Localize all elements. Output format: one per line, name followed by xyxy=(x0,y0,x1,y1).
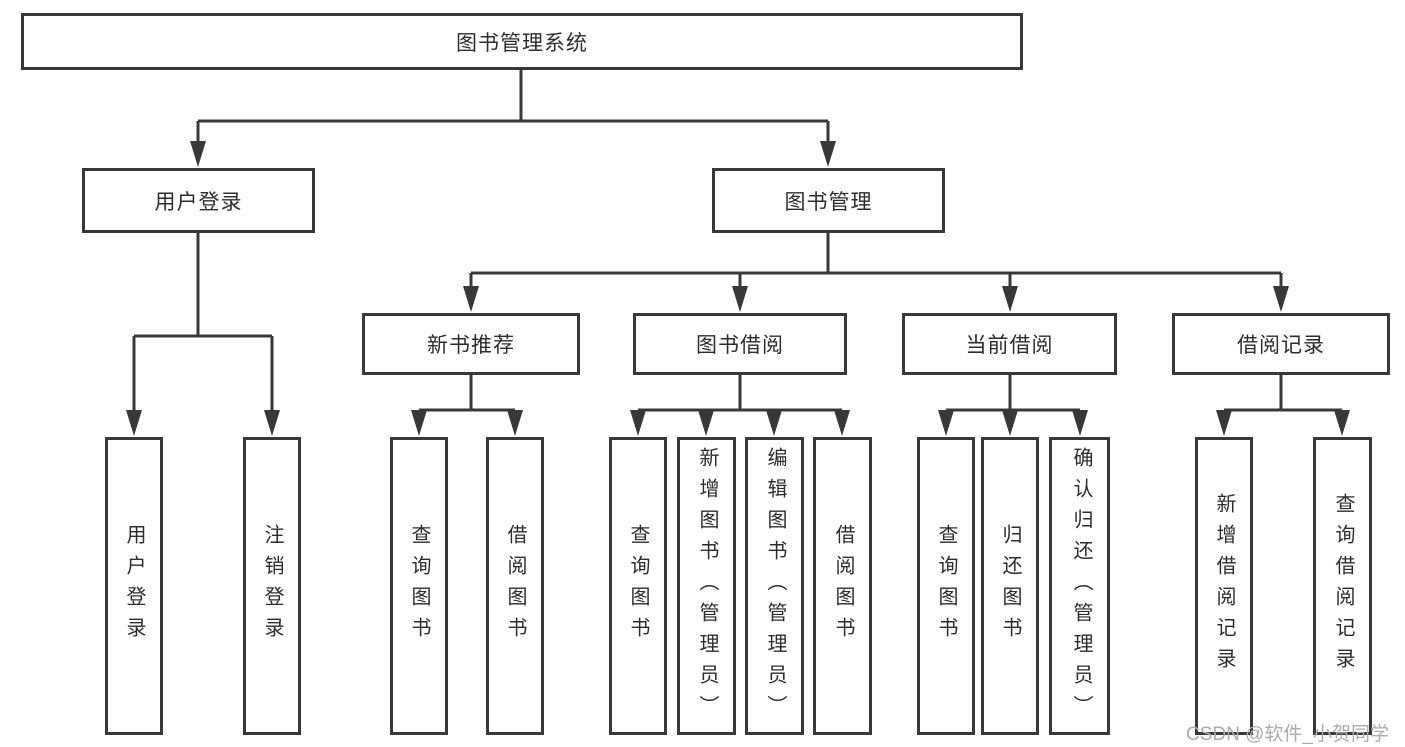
leaf-query-books: 查询图书 xyxy=(609,437,667,735)
node-borrowing-records: 借阅记录 xyxy=(1172,313,1390,375)
leaf-user-login: 用户登录 xyxy=(105,437,163,735)
leaf-add-borrow-record: 新增借阅记录 xyxy=(1195,437,1253,735)
leaf-query-books: 查询图书 xyxy=(917,437,975,735)
leaf-confirm-return-admin: 确认归还（管理员） xyxy=(1049,437,1110,735)
node-user-login: 用户登录 xyxy=(82,168,315,233)
leaf-logout: 注销登录 xyxy=(243,437,301,735)
leaf-return-books: 归还图书 xyxy=(981,437,1039,735)
leaf-add-book-admin: 新增图书（管理员） xyxy=(677,437,736,735)
node-root-library-management-system: 图书管理系统 xyxy=(21,13,1023,70)
node-new-book-recommend: 新书推荐 xyxy=(362,313,580,375)
csdn-watermark: CSDN @软件_小贺同学 xyxy=(1186,724,1389,745)
node-book-management: 图书管理 xyxy=(712,168,945,233)
leaf-edit-book-admin: 编辑图书（管理员） xyxy=(745,437,804,735)
node-book-borrowing: 图书借阅 xyxy=(633,313,847,375)
leaf-borrow-books: 借阅图书 xyxy=(813,437,872,735)
leaf-query-books: 查询图书 xyxy=(390,437,448,735)
node-current-borrowing: 当前借阅 xyxy=(902,313,1117,375)
leaf-borrow-books: 借阅图书 xyxy=(486,437,544,735)
leaf-query-borrow-record: 查询借阅记录 xyxy=(1313,437,1372,735)
